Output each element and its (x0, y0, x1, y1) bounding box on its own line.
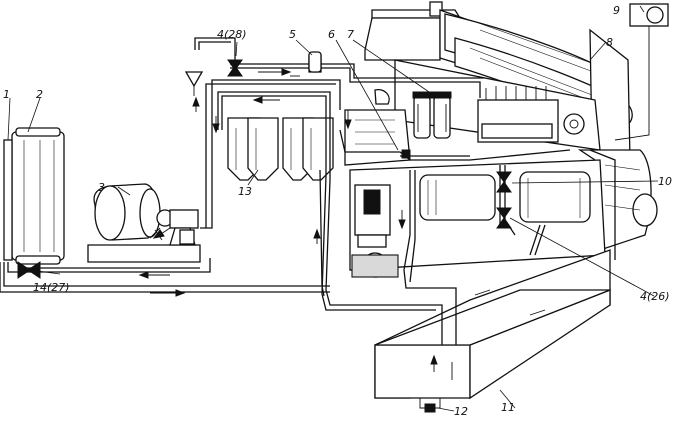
callout-5: 5 (289, 28, 296, 41)
callout-12: 12 (454, 405, 468, 418)
callout-labels: 1 2 3 4(28) 5 6 7 8 9 10 11 12 13 14(27)… (3, 4, 672, 418)
callout-4-right: 4(26) (640, 290, 670, 303)
callout-7: 7 (347, 28, 354, 41)
callout-10: 10 (658, 175, 672, 188)
callout-4-top: 4(28) (217, 28, 247, 41)
flow-arrows (138, 68, 453, 380)
callout-13: 13 (238, 185, 252, 198)
callout-11: 11 (501, 401, 515, 414)
motor-pump-unit (87, 183, 201, 263)
leader-lines (7, 5, 659, 412)
valves (184, 51, 512, 229)
starter-unit (351, 184, 399, 278)
callout-9: 9 (613, 4, 620, 17)
callout-6: 6 (328, 28, 335, 41)
fine-filters (412, 91, 452, 139)
callout-14: 14(27) (33, 281, 70, 294)
coarse-filters (227, 117, 334, 181)
callout-3: 3 (98, 181, 105, 194)
fuel-pipelines (0, 37, 616, 345)
fuel-tank (374, 249, 611, 413)
level-sensor (614, 3, 669, 141)
callout-2: 2 (36, 88, 43, 101)
engine-lower-block (349, 159, 606, 271)
left-tank (3, 127, 65, 265)
callout-8: 8 (606, 36, 613, 49)
callout-1: 1 (3, 88, 10, 101)
